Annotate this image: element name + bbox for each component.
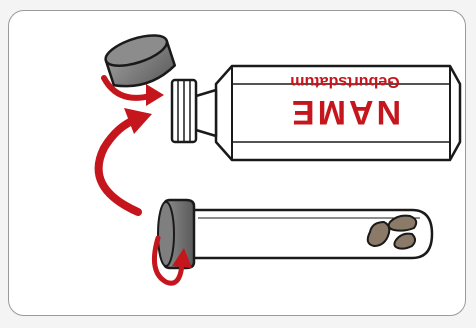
arrow-icon bbox=[94, 108, 152, 216]
bottle-label-date-of-birth: Geburtsdatum bbox=[290, 73, 399, 90]
vial-cap-icon bbox=[157, 198, 196, 270]
bottle-icon: NAME Geburtsdatum bbox=[170, 64, 462, 162]
bottle-body bbox=[214, 64, 462, 162]
arrow-icon bbox=[151, 235, 192, 286]
bottle-label-name: NAME bbox=[289, 93, 401, 131]
stone-icon bbox=[366, 214, 418, 250]
arrow-icon bbox=[101, 75, 164, 106]
vial-icon bbox=[157, 198, 434, 270]
illustration-frame bbox=[8, 10, 466, 316]
bottle-threads bbox=[170, 78, 198, 144]
cap-icon bbox=[104, 34, 177, 88]
bottle-neck bbox=[194, 88, 218, 138]
